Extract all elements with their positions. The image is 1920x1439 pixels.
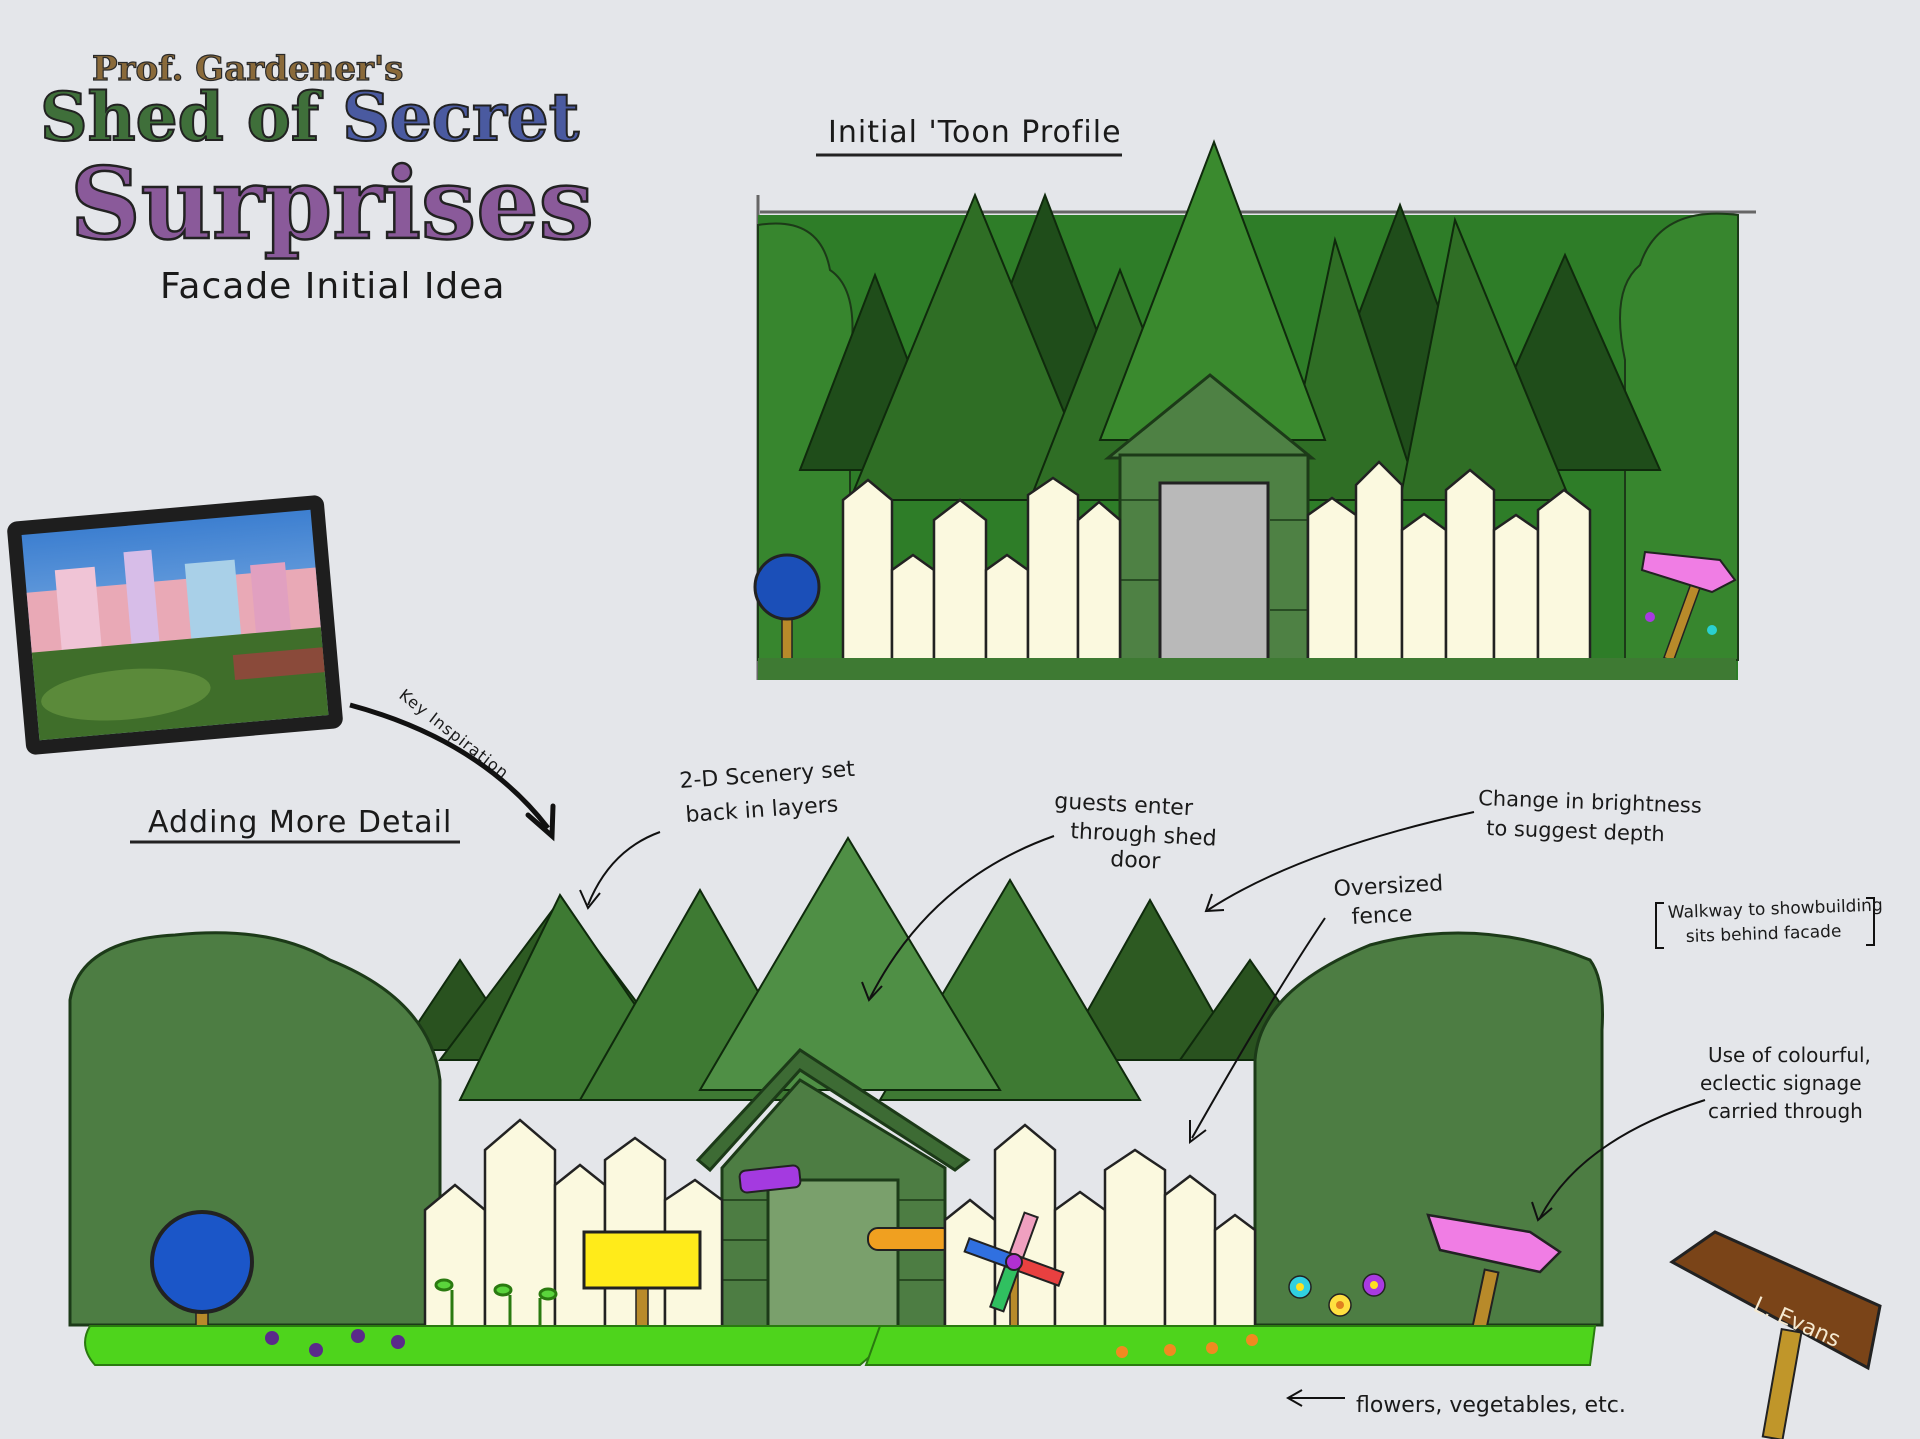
note-scenery-2: back in layers xyxy=(685,792,839,828)
signpost-pole xyxy=(1761,1327,1803,1439)
note-brightness-1: Change in brightness xyxy=(1478,786,1702,818)
note-brightness-2: to suggest depth xyxy=(1486,816,1665,846)
note-guests-arrow xyxy=(869,835,1055,999)
sprouts xyxy=(434,1278,558,1326)
toon-bush-right xyxy=(1619,212,1739,661)
note-scenery-arrow xyxy=(587,831,661,906)
detail-yellow-sign xyxy=(582,1230,702,1290)
toon-profile-drawing xyxy=(753,139,1756,680)
toon-shed-door[interactable] xyxy=(1158,481,1270,662)
toon-ground xyxy=(758,658,1736,680)
note-walkway-bracket-left xyxy=(1655,902,1664,949)
carrots xyxy=(1116,1334,1258,1358)
detail-orange-sign xyxy=(867,1227,953,1251)
toon-blue-sign xyxy=(753,553,821,621)
detail-bush-right xyxy=(1253,931,1604,1327)
key-inspiration-arrow xyxy=(349,702,550,830)
flowers xyxy=(1288,1273,1386,1317)
detail-shed-door[interactable] xyxy=(766,1178,900,1332)
key-inspiration-arrowhead xyxy=(525,803,556,842)
detail-blue-sign xyxy=(150,1210,254,1314)
detail-tree-front xyxy=(698,836,1002,1091)
key-inspiration-label: Key Inspiration xyxy=(396,685,513,782)
title-line2a: Shed of xyxy=(40,78,342,156)
note-walkway-1: Walkway to showbuilding xyxy=(1667,896,1883,923)
toon-flower-1 xyxy=(1645,612,1655,622)
toon-tree-mid-1 xyxy=(848,192,1102,501)
note-guests-1: guests enter xyxy=(1054,789,1195,821)
toon-blue-sign-post xyxy=(781,616,793,663)
title-line2b: Secret xyxy=(342,78,580,156)
detail-pink-arrow-sign xyxy=(1426,1213,1562,1274)
detail-bush-left xyxy=(68,931,442,1327)
note-fence-1: Oversized xyxy=(1333,871,1444,902)
note-fence-arrow xyxy=(1191,917,1326,1139)
detail-fence-right xyxy=(943,1123,1257,1332)
note-walkway-2: sits behind facade xyxy=(1685,922,1841,947)
inspiration-photo xyxy=(7,495,343,755)
toon-fence-left xyxy=(841,476,1122,662)
toon-pink-arrow-sign xyxy=(1640,550,1737,594)
vegetables xyxy=(265,1329,405,1357)
toon-flower-2 xyxy=(1707,625,1717,635)
signature-signpost: L. Evans xyxy=(1669,1230,1882,1439)
note-guests-2: through shed xyxy=(1070,819,1217,852)
note-signage-3: carried through xyxy=(1708,1099,1863,1123)
toon-profile-heading: Initial 'Toon Profile xyxy=(828,115,1122,150)
note-brightness-arrow xyxy=(1207,811,1475,911)
detail-grass-left xyxy=(84,1325,903,1366)
detail-shed-roof xyxy=(695,1048,971,1173)
title-block: Prof. Gardener's Shed of Secret Surprise… xyxy=(39,48,595,307)
note-signage-1: Use of colourful, xyxy=(1708,1043,1871,1067)
toon-fence-right xyxy=(1306,460,1592,662)
detail-grass-right xyxy=(864,1325,1597,1366)
note-signage-2: eclectic signage xyxy=(1700,1071,1862,1095)
title-line1: Prof. Gardener's xyxy=(92,49,403,89)
subtitle: Facade Initial Idea xyxy=(160,266,506,307)
note-scenery-1: 2-D Scenery set xyxy=(679,757,856,794)
signpost-board xyxy=(1669,1230,1882,1371)
note-fence-2: fence xyxy=(1351,902,1413,930)
windmill xyxy=(963,1211,1065,1313)
title-line3: Surprises xyxy=(70,147,594,262)
detail-drawing xyxy=(68,836,1604,1366)
detail-purple-sign xyxy=(738,1164,802,1194)
note-signage-arrow xyxy=(1539,1099,1706,1219)
note-walkway-bracket-right xyxy=(1866,897,1875,946)
more-detail-heading: Adding More Detail xyxy=(148,805,452,840)
note-guests-3: door xyxy=(1110,847,1162,875)
title-line2: Shed of Secret xyxy=(40,78,580,156)
detail-fence-left xyxy=(423,1118,724,1332)
note-flowers: flowers, vegetables, etc. xyxy=(1356,1393,1626,1418)
